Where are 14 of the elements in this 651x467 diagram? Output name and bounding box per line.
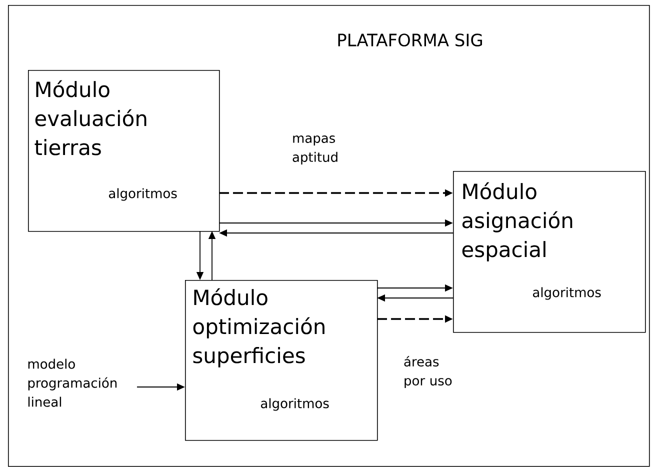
module-box <box>185 280 378 441</box>
input-label: modelo programación lineal <box>28 358 117 407</box>
module-title: Módulo optimización superficies <box>193 288 324 368</box>
edge-label: áreas por uso <box>404 356 452 388</box>
module-box <box>28 70 220 232</box>
algorithm-label: algoritmos <box>533 287 601 300</box>
platform-frame <box>8 5 650 467</box>
algorithm-label: algoritmos <box>260 398 329 411</box>
platform-title: PLATAFORMA SIG <box>338 34 482 46</box>
module-title: Módulo asignación espacial <box>462 182 572 262</box>
module-box <box>453 171 646 333</box>
module-title: Módulo evaluación tierras <box>34 80 146 156</box>
algorithm-label: algoritmos <box>108 188 177 201</box>
edge-label: mapas aptitud <box>292 136 338 164</box>
